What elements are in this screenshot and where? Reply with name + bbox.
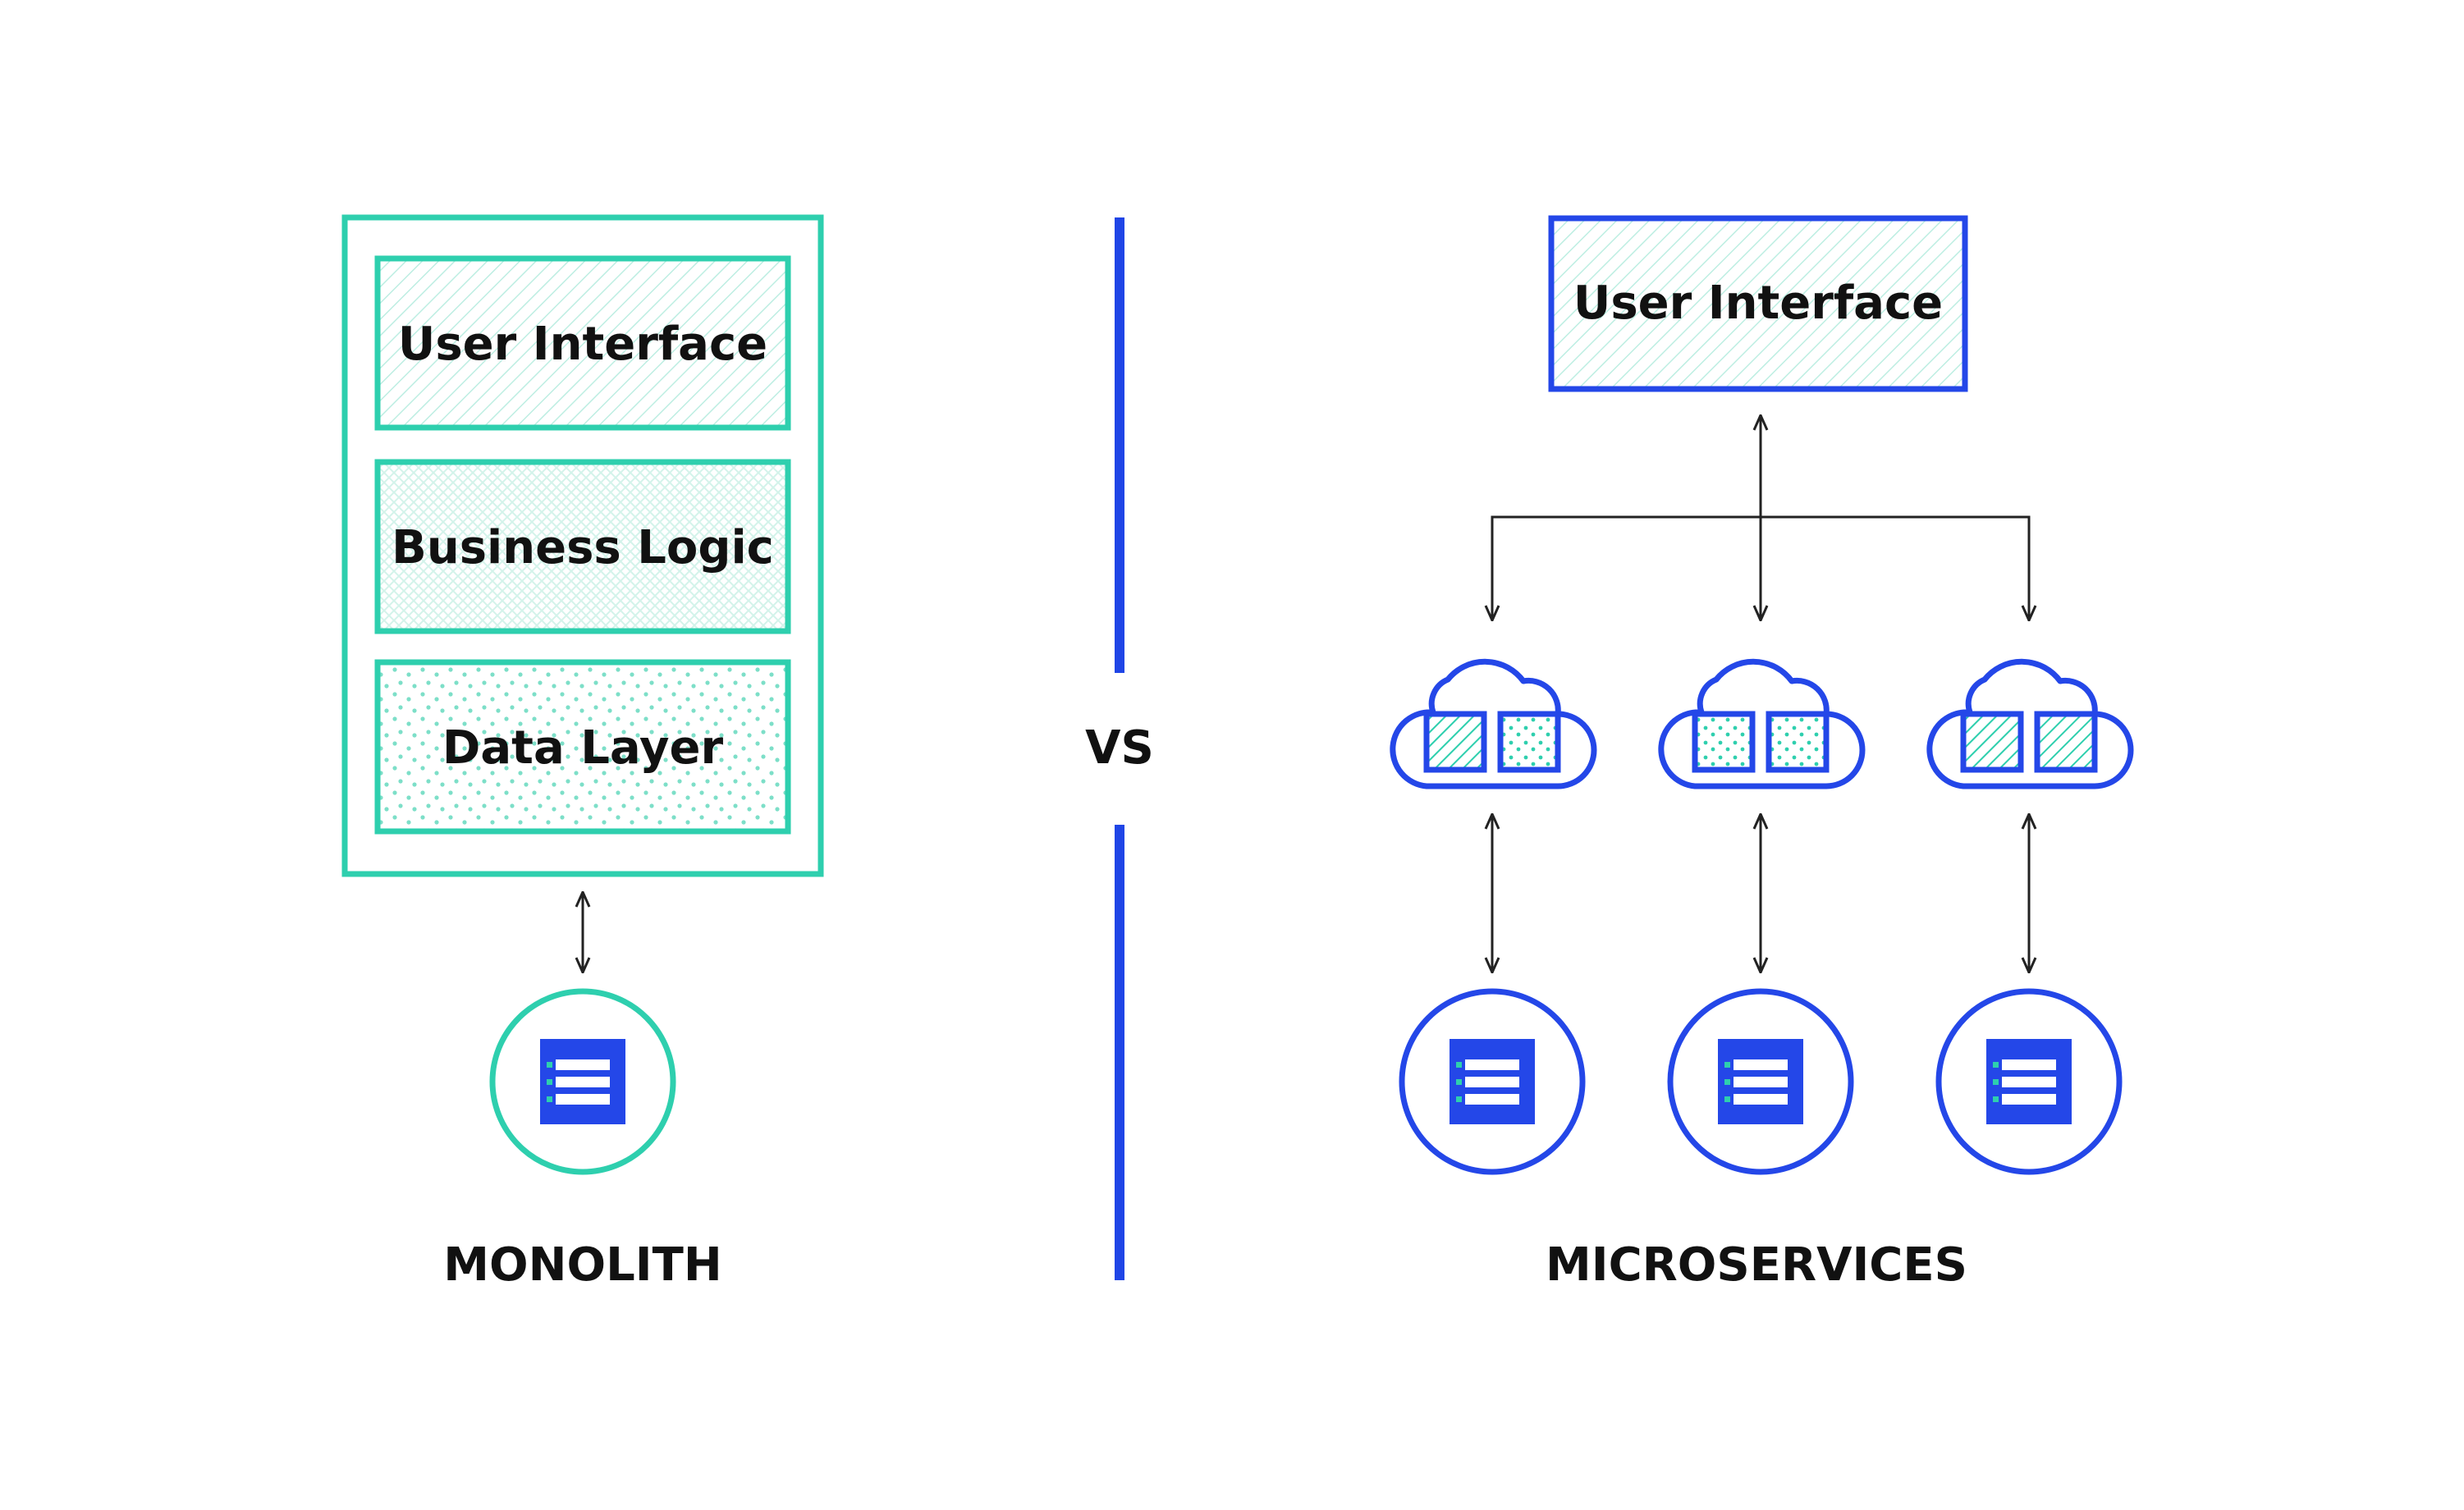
microservice-2 — [1658, 658, 1866, 1175]
service-module — [1497, 711, 1561, 773]
monolith-caption: MONOLITH — [443, 1238, 721, 1292]
service-module — [1692, 711, 1756, 773]
monolith-layer-user-interface: User Interface — [374, 255, 791, 431]
monolith-layer-business-logic: Business Logic — [374, 459, 791, 634]
service-module — [1766, 711, 1830, 773]
service-database — [1399, 988, 1586, 1175]
ui-left-branch-arrow — [1492, 515, 1761, 620]
microservices-caption: MICROSERVICES — [1546, 1238, 1967, 1292]
vs-divider: VS — [1085, 217, 1154, 1280]
service-module — [2034, 711, 2098, 773]
cloud-icon — [1390, 658, 1597, 789]
database-server-icon — [1718, 1039, 1803, 1124]
vs-label: VS — [1085, 721, 1154, 775]
database-server-icon — [1986, 1039, 2072, 1124]
ui-right-branch-arrow — [1761, 515, 2029, 620]
service-module — [1960, 711, 2024, 773]
microservice-3 — [1926, 658, 2134, 1175]
cloud-icon — [1926, 658, 2134, 789]
service-database — [1935, 988, 2123, 1175]
monolith-diagram: User Interface Business Logic Data Layer — [341, 214, 824, 1292]
monolith-layer-label: Business Logic — [392, 521, 774, 574]
service-module — [1423, 711, 1487, 773]
services-layer — [1390, 658, 2134, 1175]
database-server-icon — [540, 1039, 625, 1124]
monolith-layer-data-layer: Data Layer — [374, 659, 791, 835]
microservices-diagram: User Interface MICROSERVICES — [1390, 215, 2134, 1292]
monolith-database — [489, 988, 676, 1175]
monolith-layer-label: Data Layer — [442, 721, 724, 775]
microservices-user-interface: User Interface — [1548, 215, 1968, 392]
microservice-1 — [1390, 658, 1597, 1175]
service-database — [1667, 988, 1854, 1175]
fanout-connectors — [1492, 415, 2029, 620]
monolith-layer-label: User Interface — [398, 318, 767, 371]
database-server-icon — [1450, 1039, 1535, 1124]
microservices-ui-label: User Interface — [1573, 277, 1943, 330]
cloud-icon — [1658, 658, 1866, 789]
